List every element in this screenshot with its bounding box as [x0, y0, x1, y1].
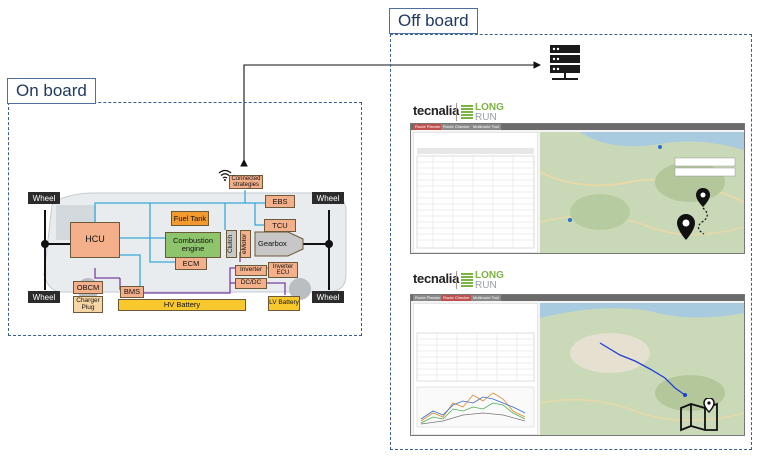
connected-strategies-box: Connected strategies: [229, 175, 263, 189]
tab-multiroute-bottom[interactable]: Multiroute Tool: [471, 295, 501, 301]
hv-battery-box: HV Battery: [118, 299, 246, 311]
on-board-region: [8, 102, 362, 336]
gearbox-shape: [254, 231, 304, 257]
obcm-box: OBCM: [73, 281, 103, 294]
inverter-box: Inverter: [235, 265, 267, 276]
route-checker-screenshot-bottom: Route Planner Route Checker Multiroute T…: [410, 294, 745, 436]
tecnalia-logo-top: tecnalia: [413, 103, 460, 118]
wheel-front-right: Wheel: [312, 192, 344, 204]
longrun-bars-top: [461, 105, 473, 119]
logo-divider-top: [456, 103, 457, 121]
lv-battery-box: LV Battery: [268, 296, 300, 311]
tab-bar-bottom: [411, 295, 744, 301]
on-board-label: On board: [7, 78, 96, 104]
dcdc-box: DC/DC: [235, 278, 267, 289]
tecnalia-logo-bottom: tecnalia: [413, 271, 460, 286]
wheel-front-left: Wheel: [28, 192, 60, 204]
tab-route-checker-top[interactable]: Route Checker: [441, 124, 472, 130]
tab-route-planner-top[interactable]: Route Planner: [413, 124, 443, 130]
wheel-rear-left: Wheel: [28, 291, 60, 303]
emotor-box: eMotor: [240, 230, 251, 258]
hcu-box: HCU: [70, 222, 120, 258]
inverter-ecu-box: Inverter ECU: [268, 262, 298, 278]
tcu-box: TCU: [264, 219, 296, 232]
longrun-long-top: LONG: [475, 102, 504, 113]
off-board-label: Off board: [389, 8, 478, 34]
map-panel-top: [540, 132, 744, 253]
longrun-run-bottom: RUN: [475, 280, 497, 291]
charger-plug-box: Charger Plug: [73, 296, 103, 313]
tab-route-checker-bottom[interactable]: Route Checker: [441, 295, 472, 301]
longrun-long-bottom: LONG: [475, 270, 504, 281]
tab-multiroute-top[interactable]: Multiroute Tool: [471, 124, 501, 130]
wifi-icon: [218, 169, 232, 181]
combustion-engine-box: Combustion engine: [165, 232, 221, 258]
wheel-rear-right: Wheel: [312, 291, 344, 303]
map-pin-icon: [677, 188, 710, 240]
map-panel-bottom: [540, 303, 744, 435]
table-panel-top: [413, 132, 538, 253]
ebs-box: EBS: [265, 195, 295, 208]
longrun-bars-bottom: [461, 273, 473, 287]
bms-box: BMS: [120, 286, 144, 298]
server-icon: [550, 45, 580, 80]
ecm-box: ECM: [175, 257, 207, 270]
tab-bar-top: [411, 124, 744, 130]
table-chart-panel-bottom: [413, 303, 538, 435]
logo-divider-bottom: [456, 271, 457, 289]
tab-route-planner-bottom[interactable]: Route Planner: [413, 295, 443, 301]
gearbox-label: Gearbox: [258, 239, 287, 248]
fuel-tank-box: Fuel Tank: [171, 211, 209, 226]
longrun-run-top: RUN: [475, 112, 497, 123]
off-board-region: [390, 34, 752, 450]
map-icon: [680, 398, 718, 432]
clutch-box: Clutch: [226, 230, 237, 258]
